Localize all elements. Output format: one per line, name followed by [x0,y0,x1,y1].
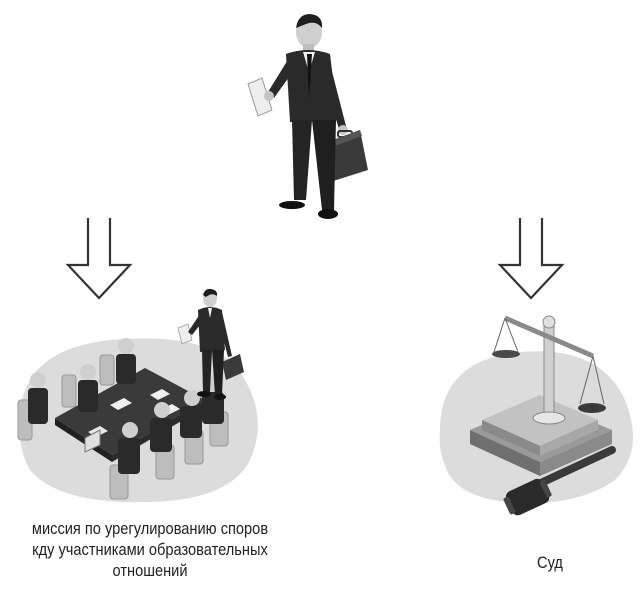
businessman-with-briefcase-icon [247,14,368,219]
commission-label: миссия по урегулированию споров кду учас… [0,518,305,581]
commission-label-line-2: кду участниками образовательных [32,540,268,559]
court-scales-gavel-icon [439,315,633,516]
meeting-table-icon [17,288,258,503]
court-label: Суд [537,553,563,572]
commission-label-line-1: миссия по урегулированию споров [31,519,269,538]
commission-label-line-3: отношений [112,561,188,580]
down-arrow-right [497,218,565,300]
down-arrow-left [65,218,133,300]
